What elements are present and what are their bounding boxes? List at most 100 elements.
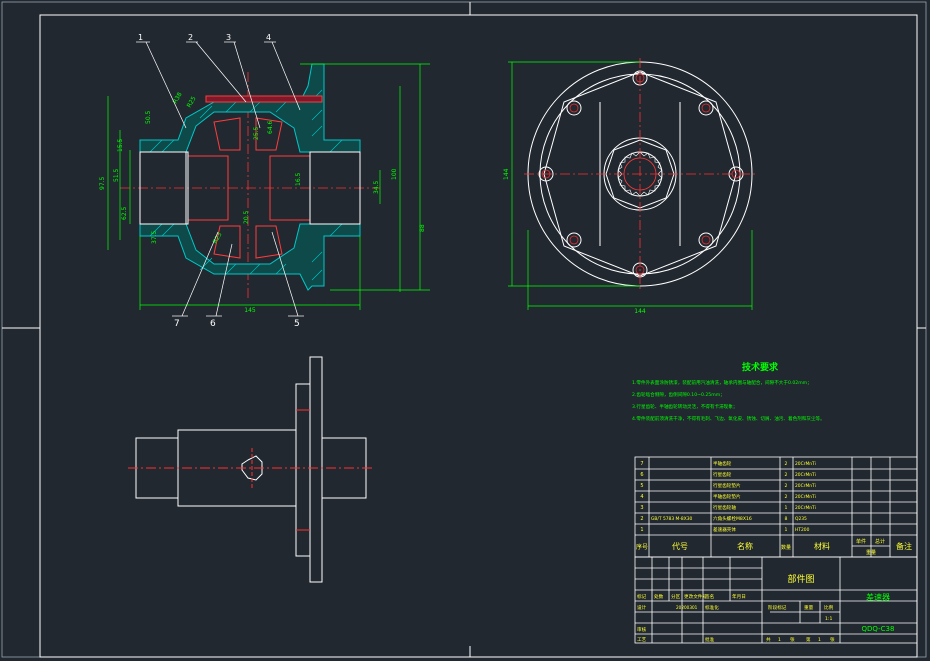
front-dimensions [107,63,430,310]
title-block: 部件图 差速器 QDQ-C38 标记 处数 分区 更改文件号 签名 年月日 设计… [634,556,918,644]
bom-cell-qty: 8 [785,516,788,522]
bom-cell-material: 20CrMnTi [795,472,816,478]
drawing-name: 差速器 [866,592,890,602]
callout-1: 1 [138,33,143,42]
bom-header-unit-weight: 单件 [856,538,866,545]
dim-d13: R25 [186,95,198,109]
label-sheet-unit: 张 [830,636,835,643]
bom-header-weight: 重量 [866,549,876,556]
bom-cell-material: HT200 [795,527,810,533]
label-sheets-unit: 张 [790,636,795,643]
bom-rows: 7 半轴齿轮 2 20CrMnTi 6 行星齿轮 2 20CrMnTi 5 行星齿轮垫片 2 20Cr… [640,460,815,533]
callout-5: 5 [294,319,300,329]
bom-cell-no: 2 [640,516,643,522]
bom-cell-name: 行星齿轮轴 [713,504,736,511]
bom-cell-no: 3 [640,505,643,511]
bom-cell-qty: 1 [785,527,788,533]
bom-cell-name: 半轴齿轮垫片 [713,493,741,500]
drawing-code: QDQ-C38 [862,625,895,633]
bom-cell-material: 20CrMnTi [795,461,816,467]
bom-cell-no: 4 [640,494,643,500]
sheet-no-value: 1 [818,637,821,643]
label-change-doc: 更改文件号 [684,593,707,600]
bom-header-qty: 数量 [781,544,791,551]
dim-side-height: 144 [503,168,510,180]
tech-note-line: 2.齿轮啮合侧隙，齿侧间隙0.10~0.25mm； [632,391,725,398]
dim-d5: 51.5 [113,168,120,182]
label-count: 处数 [654,593,664,600]
tech-note-line: 3.行星齿轮、半轴齿轮转动灵活，不得有卡滞现象； [632,403,737,410]
drawing-type: 部件图 [787,573,814,585]
bom-cell-name: 半轴齿轮 [713,460,732,467]
bom-cell-no: 7 [640,461,643,467]
dim-d12: R38 [172,91,184,105]
label-stage-mark: 阶段标记 [768,604,787,611]
label-approve: 批准 [705,636,715,643]
bom-header-material: 材料 [814,541,830,551]
bom-cell-qty: 2 [785,483,788,489]
label-sheets-total: 共 [766,636,771,643]
label-process: 工艺 [637,637,647,643]
label-signature: 签名 [705,593,714,600]
dim-d16: 16.5 [295,172,302,186]
designer-date: 20200301 [676,605,698,610]
top-view [128,356,374,583]
tech-note-line: 1.零件外表面涂防锈漆，装配前用汽油清洗，轴承内圈与轴配合，间隙不大于0.02m… [632,379,812,386]
bom-cell-qty: 1 [785,505,788,511]
scale-value: 1:1 [825,616,832,622]
dim-d9: 15.5 [117,138,124,152]
bom-cell-code: GB/T 5783 M-8X30 [651,516,693,522]
technical-notes: 技术要求 1.零件外表面涂防锈漆，装配前用汽油清洗，轴承内圈与轴配合，间隙不大于… [632,361,825,422]
dim-d15: 64.6 [267,120,274,134]
tech-notes-title: 技术要求 [742,361,779,373]
tech-note-line: 4.零件装配前须清洗干净，不得有毛刺、飞边、氧化皮、锈蚀、切屑、油污、着色剂和灰… [632,415,825,422]
dim-d6: 34.5 [373,180,380,194]
dim-d2: 100 [391,168,398,180]
bom-cell-material: 20CrMnTi [795,483,816,489]
bom-cell-name: 六角头螺栓M8X16 [713,515,752,522]
side-view: 144 144 [503,58,756,315]
callout-7: 7 [174,319,180,329]
dim-front-width: 145 [244,307,256,314]
label-review: 审核 [637,626,647,633]
label-date: 年月日 [732,593,746,600]
bom-cell-material: 20CrMnTi [795,505,816,511]
callout-6: 6 [210,319,216,329]
bom-table: 7 半轴齿轮 2 20CrMnTi 6 行星齿轮 2 20CrMnTi 5 行星齿轮垫片 2 20Cr… [634,456,918,558]
bom-header-name: 名称 [737,541,753,551]
bom-header-no: 序号 [636,543,648,551]
bom-cell-no: 6 [640,472,643,478]
bom-cell-material: Q235 [795,516,807,522]
callout-4: 4 [266,33,271,42]
label-weight: 重量 [804,604,814,611]
callout-2: 2 [188,33,193,42]
callout-3: 3 [226,33,231,42]
label-zone: 分区 [671,593,681,600]
dim-side-width: 144 [634,308,646,315]
label-standardize: 标准化 [705,604,719,611]
bom-cell-no: 5 [640,483,643,489]
dim-d3: 97.5 [99,176,106,190]
dim-d8: 37.5 [151,230,158,244]
label-sheet-no: 第 [806,636,811,643]
label-mark: 标记 [637,593,647,600]
bom-header-note: 备注 [896,541,912,551]
bom-cell-name: 行星齿轮 [713,471,732,478]
bom-cell-no: 1 [640,527,643,533]
dim-d11: 20.5 [243,210,250,224]
dim-d10: 25.5 [253,126,260,140]
bom-cell-material: 20CrMnTi [795,494,816,500]
bom-cell-qty: 2 [785,494,788,500]
bom-header-code: 代号 [672,541,688,551]
bom-cell-name: 行星齿轮垫片 [713,482,741,489]
bom-cell-name: 差速器壳体 [713,526,736,533]
label-designer: 设计 [637,604,647,611]
dim-d7: 50.5 [145,110,152,124]
dim-d1: 88 [419,224,426,232]
bom-cell-qty: 2 [785,472,788,478]
sheets-total-value: 1 [778,637,781,643]
dim-d4: 62.5 [121,206,128,220]
bom-header-total-weight: 总计 [875,538,885,545]
